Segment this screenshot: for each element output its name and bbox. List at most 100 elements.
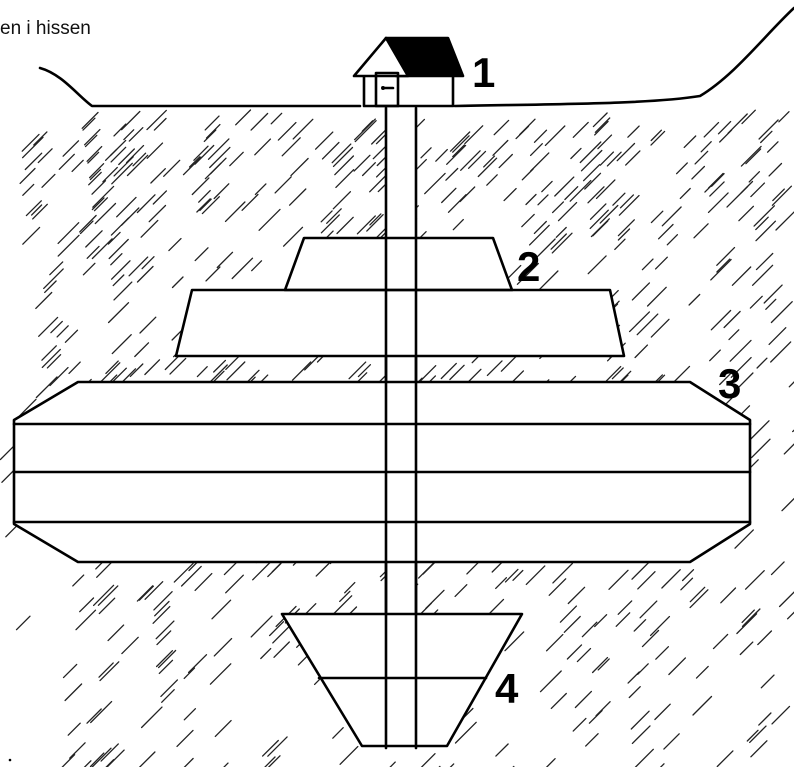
hatch-stroke [111,162,133,185]
hatch-stroke [533,220,547,235]
hatch-stroke [333,595,353,615]
hatch-stroke [452,135,470,153]
hatch-stroke [21,136,44,159]
hatch-stroke [229,151,244,167]
hatch-stroke [719,372,732,386]
hatch-stroke [454,584,468,598]
hatch-stroke [64,329,79,343]
hatch-stroke [214,719,232,738]
hatch-stroke [141,256,155,270]
hatch-stroke [728,329,740,341]
hatch-stroke [188,156,201,168]
hatch-stroke [589,209,609,230]
hatch-stroke [495,577,508,590]
hatch-stroke [44,280,57,294]
hatch-stroke [366,214,384,232]
hatch-stroke [35,291,53,310]
hatch-stroke [332,146,354,168]
hatch-stroke [515,125,530,140]
hatch-stroke [617,228,631,241]
house [352,36,465,108]
hatch-stroke [631,282,651,301]
hatch-stroke [140,219,159,238]
hatch-stroke [641,629,660,648]
hatch-stroke [616,142,636,162]
hatch-stroke [38,316,59,337]
hatch-stroke [126,154,149,177]
hatch-stroke [176,729,194,748]
hatch-stroke [710,309,732,331]
hatch-stroke [533,129,548,143]
hatch-stroke [563,615,581,633]
hatch-stroke [572,121,589,138]
hatch-stroke [146,109,167,131]
hatch-stroke [760,674,775,689]
hatch-stroke [46,354,62,369]
hatch-stroke [335,169,355,189]
hatch-stroke [750,438,771,459]
hatch-stroke [440,362,457,380]
hatch-stroke [597,134,613,150]
hatch-stroke [650,129,663,142]
hatch-stroke [590,218,610,238]
hatch-stroke [729,339,752,362]
hatch-stroke [213,637,233,657]
hatch-stroke [108,238,129,260]
hatch-stroke [550,233,567,250]
hatch-stroke [33,131,48,146]
hatch-stroke [281,137,301,157]
hatch-stroke [768,327,787,346]
hatch-stroke [205,266,221,282]
hatch-stroke [314,131,334,150]
hatch-stroke [576,647,592,663]
hatch-stroke [235,109,252,126]
hatch-stroke [592,112,608,128]
label-level-2: 2 [517,243,540,290]
hatch-stroke [180,565,202,587]
hatch-stroke [209,663,232,685]
hatch-stroke [772,188,785,202]
hatch-stroke [650,318,670,338]
hatch-stroke [251,260,263,272]
hatch-stroke [587,186,605,204]
hatch-stroke [354,120,377,143]
hatch-stroke [277,121,297,141]
hatch-stroke [566,644,583,660]
hatch-stroke [716,246,736,266]
hatch-stroke [734,529,754,549]
hatch-stroke [209,146,231,169]
hatch-stroke [750,182,766,198]
hatch-stroke [691,165,706,180]
hatch-stroke [483,155,496,168]
hatch-stroke [121,636,139,655]
hatch-stroke [99,661,120,682]
hatch-stroke [741,109,756,125]
hatch-stroke [741,609,755,624]
hatch-stroke [564,186,579,201]
hatch-stroke [452,218,464,231]
hatch-stroke [641,258,654,271]
level-2-lower [174,288,626,358]
hatch-stroke [136,265,154,283]
hatch-stroke [498,153,513,169]
hatch-stroke [361,162,376,177]
hatch-stroke [138,585,155,601]
hatch-stroke [105,360,119,375]
hatch-stroke [630,710,650,730]
hatch-stroke [41,348,61,369]
hatch-stroke [86,145,103,162]
hatch-stroke [258,208,281,231]
hatch-stroke [464,125,484,145]
hatch-stroke [654,256,668,270]
hatch-stroke [709,181,725,197]
hatch-stroke [64,683,83,702]
hatch-stroke [525,193,537,206]
hatch-stroke [748,171,761,183]
house-door [374,71,400,108]
hatch-stroke [730,356,752,378]
hatch-stroke [585,733,599,747]
hatch-stroke [356,215,376,235]
hatch-stroke [153,117,167,131]
hatch-stroke [57,234,80,257]
hatch-stroke [591,656,609,674]
